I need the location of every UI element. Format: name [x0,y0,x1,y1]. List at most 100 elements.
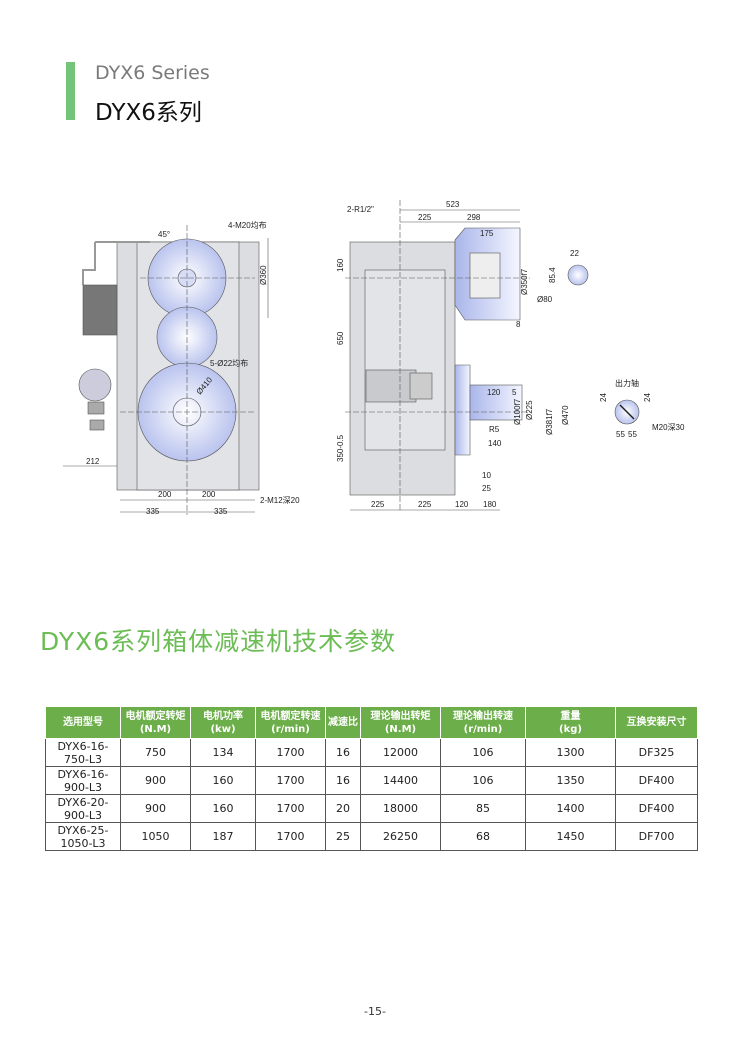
side-view-labels: 2-R1/2" 523 225 298 175 160 650 350-0.5 … [336,200,570,509]
table-cell: 900 [120,766,191,795]
column-header-text: 选用型号 [63,717,103,728]
table-cell: 12000 [360,738,441,767]
column-header-text: 重量 [560,710,581,722]
column-header-text: 电机额定转速 [260,710,321,722]
table-cell: DYX6-16-900-L3 [45,766,121,795]
accent-bar [66,62,75,120]
table-cell: DF325 [615,738,698,767]
table-cell: DYX6-16-750-L3 [45,738,121,767]
column-header: 选用型号 [45,706,121,739]
section-title: DYX6系列箱体减速机技术参数 [40,627,397,656]
table-cell: 1350 [525,766,616,795]
dimension-label: 335 [214,507,228,516]
dimension-label: Ø470 [561,405,570,425]
column-header: 电机功率(kw) [190,706,256,739]
dimension-label: Ø350f7 [520,268,529,295]
column-header: 重量(kg) [525,706,616,739]
table-cell: 1400 [525,794,616,823]
dimension-label: 85.4 [548,267,557,283]
dimension-label: 55 [628,430,637,439]
table-cell: DYX6-25-1050-L3 [45,822,121,851]
dimension-label: 出力轴 [615,378,639,388]
dimension-label: 5-Ø22均布 [210,358,248,368]
table-cell: 25 [325,822,361,851]
column-header-text: 互换安装尺寸 [626,717,687,728]
dimension-label: 8 [516,320,521,329]
table-cell: 16 [325,738,361,767]
dimension-label: 225 [418,213,432,222]
table-cell: 26250 [360,822,441,851]
column-header-text: (kg) [559,723,582,735]
table-cell: 1450 [525,822,616,851]
table-cell: 14400 [360,766,441,795]
table-cell: 160 [190,794,256,823]
column-header-text: (N.M) [139,723,172,735]
column-header-text: 减速比 [328,717,358,728]
table-cell: 18000 [360,794,441,823]
column-header: 减速比 [325,706,361,739]
table-cell: 106 [440,738,526,767]
column-header-text: (kw) [210,723,236,735]
dimension-label: Ø225 [525,400,534,420]
dimension-label: 2-R1/2" [347,205,374,214]
table-cell: 16 [325,766,361,795]
dimension-label: 5 [512,388,517,397]
dimension-label: 24 [643,393,652,402]
dimension-label: 225 [418,500,432,509]
dimension-label: Ø100f7 [513,398,522,425]
output-shaft-detail: 出力轴 24 24 55 55 M20深30 [599,378,685,439]
dimension-label: 45° [158,230,170,239]
dimension-label: Ø360 [259,265,268,285]
dimension-label: 650 [336,331,345,345]
table-cell: 187 [190,822,256,851]
side-view [345,200,640,511]
dimension-label: 10 [482,471,491,480]
table-cell: 1050 [120,822,191,851]
dimension-label: 120 [455,500,469,509]
table-cell: 750 [120,738,191,767]
dimension-label: 350-0.5 [336,434,345,462]
dimension-label: 22 [570,249,579,258]
dimension-label: M20深30 [652,423,685,432]
dimension-label: 55 [616,430,625,439]
column-header-text: 理论输出转矩 [370,710,431,722]
table-cell: 1300 [525,738,616,767]
technical-drawing: 45° 4-M20均布 Ø360 5-Ø22均布 Ø410 212 200 20… [63,200,685,516]
column-header-text: (N.M) [384,723,417,735]
dimension-label: 200 [158,490,172,499]
table-header-row: 选用型号电机额定转矩(N.M)电机功率(kw)电机额定转速(r/min)减速比理… [45,706,698,739]
column-header: 电机额定转矩(N.M) [120,706,191,739]
column-header: 理论输出转速(r/min) [440,706,526,739]
dimension-label: 4-M20均布 [228,220,267,230]
dimension-label: 298 [467,213,481,222]
column-header-text: 电机额定转矩 [125,710,186,722]
dimension-label: 24 [599,393,608,402]
dimension-label: Ø381f7 [545,408,554,435]
column-header-text: (r/min) [463,723,503,735]
series-title: DYX6系列 [95,100,202,126]
dimension-label: 180 [483,500,497,509]
dimension-label: R5 [489,425,500,434]
column-header-text: 电机功率 [203,710,243,722]
dimension-label: 2-M12深20 [260,496,300,505]
table-cell: 1700 [255,822,326,851]
table-cell: 68 [440,822,526,851]
dimension-label: 335 [146,507,160,516]
dimension-label: 140 [488,439,502,448]
column-header-text: (r/min) [271,723,310,735]
table-cell: 1700 [255,738,326,767]
table-cell: 160 [190,766,256,795]
table-cell: 85 [440,794,526,823]
column-header: 理论输出转矩(N.M) [360,706,441,739]
table-cell: DF400 [615,794,698,823]
dimension-label: Ø80 [537,295,553,304]
table-cell: 1700 [255,766,326,795]
dimension-label: 175 [480,229,494,238]
dimension-label: 212 [86,457,100,466]
dimension-label: 523 [446,200,460,209]
